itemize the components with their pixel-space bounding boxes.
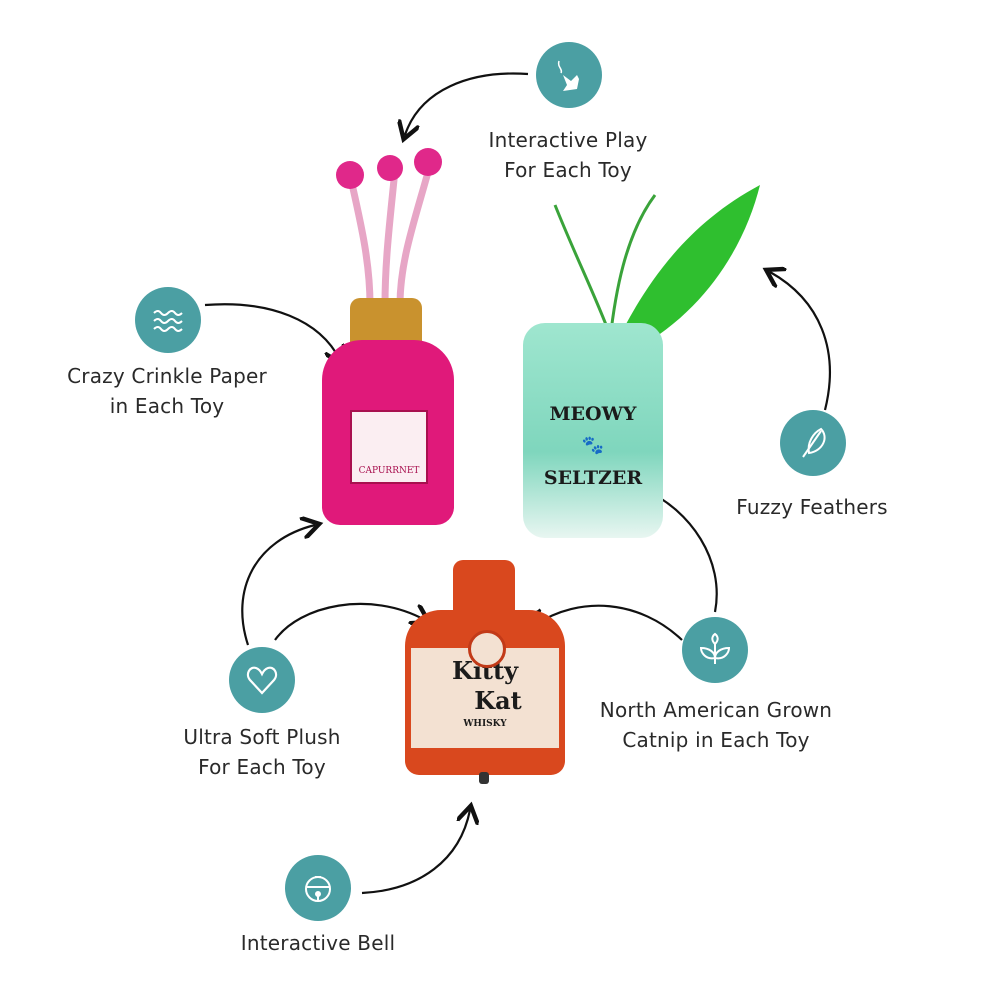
label-line: Catnip in Each Toy	[622, 728, 810, 752]
bottle-cap	[350, 298, 422, 348]
whisky-bottle-toy: Kitty Kat WHISKY	[405, 560, 565, 785]
arrow-crinkle	[204, 303, 340, 360]
label-line: Interactive Bell	[240, 931, 396, 955]
whisky-body: Kitty Kat WHISKY	[405, 610, 565, 775]
arrow-catnip-2	[535, 604, 683, 641]
whisky-text-2: Kat	[474, 686, 522, 715]
bell	[479, 772, 489, 784]
heart-icon	[229, 647, 295, 713]
can-body: MEOWY 🐾 SELTZER	[523, 323, 663, 538]
arrow-bell	[361, 810, 470, 895]
bell-icon	[285, 855, 351, 921]
feature-label-feathers: Fuzzy Feathers	[736, 492, 888, 522]
wine-bottle-toy: CAPURRNET	[300, 140, 470, 530]
feature-label-catnip: North American Grown Catnip in Each Toy	[600, 695, 832, 755]
can-text-1: MEOWY	[549, 403, 637, 425]
feature-label-plush: Ultra Soft Plush For Each Toy	[183, 722, 340, 782]
label-line: Fuzzy Feathers	[736, 495, 888, 519]
can-text-2: SELTZER	[543, 467, 643, 489]
paw-badge	[468, 630, 506, 668]
label-line: Interactive Play	[488, 128, 648, 152]
pompom-strings	[336, 148, 442, 306]
feature-label-crinkle: Crazy Crinkle Paper in Each Toy	[67, 361, 267, 421]
wine-label: CAPURRNET	[358, 466, 420, 476]
label-line: For Each Toy	[504, 158, 632, 182]
label-line: Crazy Crinkle Paper	[67, 364, 267, 388]
paw-icon: 🐾	[581, 435, 605, 456]
label-line: in Each Toy	[109, 394, 225, 418]
arrow-soft-2	[274, 602, 425, 641]
leaf-sprout-icon	[682, 617, 748, 683]
feature-label-play: Interactive Play For Each Toy	[488, 125, 647, 185]
label-line: North American Grown	[599, 698, 833, 722]
feature-label-bell: Interactive Bell	[241, 928, 395, 958]
label-line: Ultra Soft Plush	[183, 725, 341, 749]
cat-playing-icon	[536, 42, 602, 108]
arrow-feathers	[770, 272, 831, 411]
seltzer-can-toy: MEOWY 🐾 SELTZER	[515, 175, 775, 545]
arrow-play	[405, 72, 529, 135]
bottle-body: CAPURRNET	[322, 340, 454, 525]
label-line: For Each Toy	[198, 755, 326, 779]
feather-icon	[780, 410, 846, 476]
waves-icon	[135, 287, 201, 353]
whisky-text-3: WHISKY	[463, 719, 507, 729]
arrow-soft-1	[241, 525, 315, 646]
